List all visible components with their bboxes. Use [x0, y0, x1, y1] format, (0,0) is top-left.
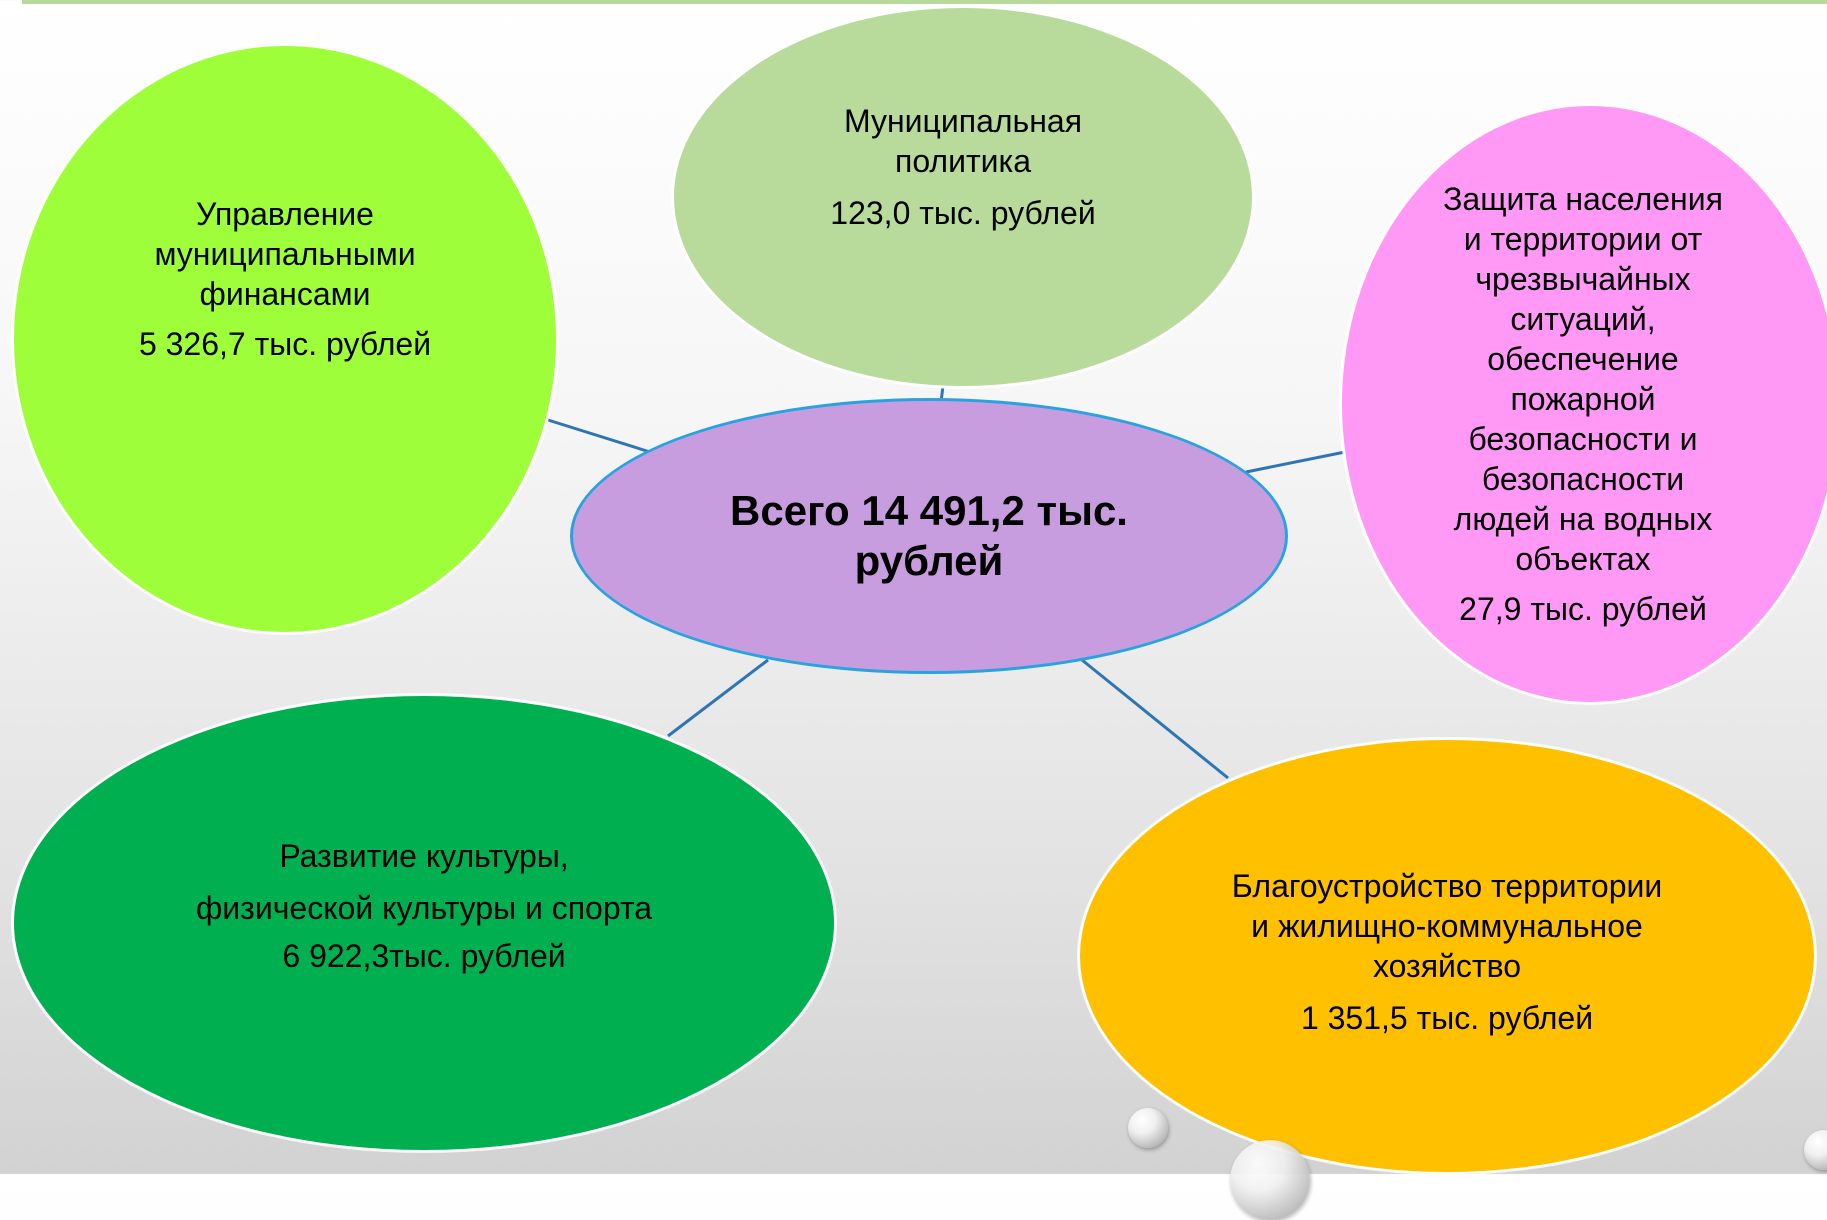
- connector-culture: [667, 658, 769, 738]
- node-finance: Управление муниципальными финансами 5 32…: [12, 44, 558, 634]
- connector-protection: [1245, 450, 1346, 474]
- node-housing-label: Благоустройство территории и жилищно-ком…: [1231, 868, 1663, 984]
- node-protection: Защита населения и территории от чрезвыч…: [1340, 104, 1827, 704]
- node-protection-value: 27,9 тыс. рублей: [1459, 591, 1707, 627]
- node-culture: Развитие культуры, физической культуры и…: [12, 694, 836, 1152]
- node-culture-value: 6 922,3тыс. рублей: [282, 938, 566, 974]
- connector-housing: [1081, 658, 1229, 780]
- center-total-label: Всего 14 491,2 тыс. рублей: [730, 487, 1128, 584]
- bubble-decoration-1: [1128, 1108, 1168, 1148]
- node-housing-value: 1 351,5 тыс. рублей: [1300, 1000, 1594, 1036]
- node-culture-label: Развитие культуры, физической культуры и…: [195, 838, 653, 926]
- bubble-decoration-2: [1230, 1140, 1310, 1220]
- center-total: Всего 14 491,2 тыс. рублей: [570, 398, 1288, 674]
- node-policy: Муниципальная политика 123,0 тыс. рублей: [672, 6, 1254, 388]
- node-finance-label: Управление муниципальными финансами: [154, 196, 416, 312]
- connector-lines: [547, 385, 1346, 780]
- node-finance-value: 5 326,7 тыс. рублей: [138, 326, 432, 362]
- top-accent-bar: [22, 0, 1827, 4]
- node-policy-value: 123,0 тыс. рублей: [830, 195, 1096, 231]
- bubble-decoration-3: [1804, 1130, 1827, 1170]
- node-housing: Благоустройство территории и жилищно-ком…: [1078, 738, 1816, 1174]
- node-policy-label: Муниципальная политика: [843, 103, 1083, 179]
- node-protection-label: Защита населения и территории от чрезвыч…: [1443, 181, 1723, 577]
- connector-finance: [547, 418, 651, 454]
